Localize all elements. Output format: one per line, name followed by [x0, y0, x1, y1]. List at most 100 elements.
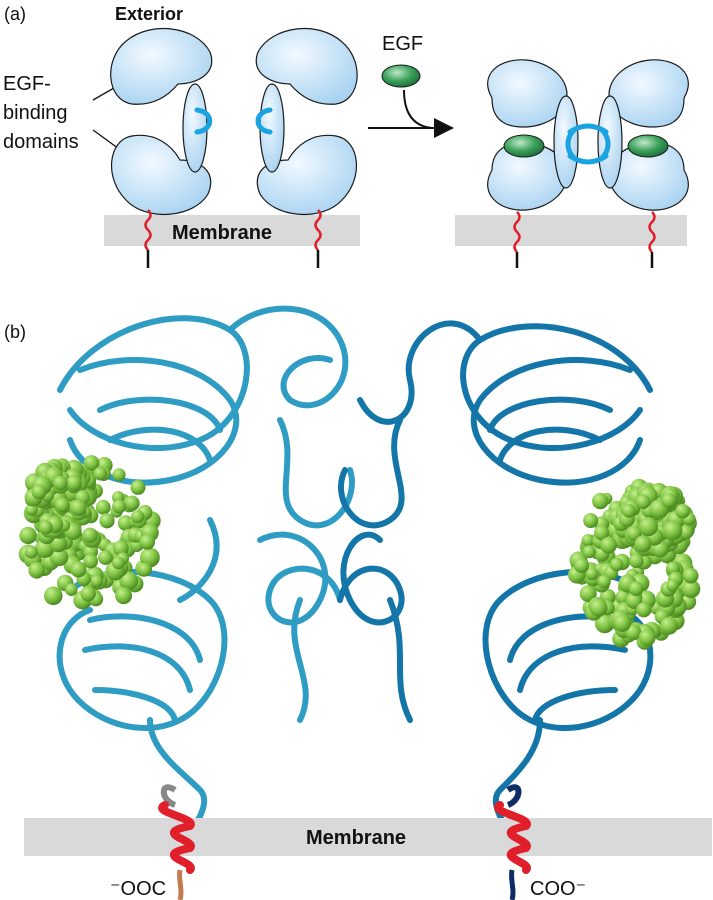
ligand-atom	[66, 475, 82, 491]
ligand-atom	[140, 547, 160, 568]
ligand-curve	[403, 89, 433, 129]
lower-lobe	[111, 134, 212, 216]
ligand-atom	[137, 562, 152, 577]
ligand-atom	[661, 493, 677, 508]
ligand-atom	[93, 466, 107, 481]
ligand-atom	[53, 475, 68, 491]
panel-b: (b)	[4, 305, 712, 900]
ligand-atom	[28, 562, 45, 579]
dimer-tm-squiggle-left	[513, 211, 521, 253]
ribbon-structure-left	[56, 305, 355, 833]
egf-label: EGF	[382, 33, 423, 55]
panel-a: (a) Exterior EGF- binding domains Membra…	[3, 4, 689, 268]
ligand-atom	[675, 503, 690, 519]
ligand-atom	[660, 616, 678, 635]
ligand-atom	[139, 534, 155, 550]
ligand-atom	[70, 561, 87, 578]
ligand-atom	[54, 497, 70, 513]
ligand-atom	[119, 571, 139, 591]
ligand-atom	[65, 583, 78, 596]
ligand-atom	[610, 557, 624, 572]
ligand-atom	[585, 567, 599, 581]
dimer-tm-squiggle-right	[648, 211, 656, 253]
ligand-atom	[112, 540, 129, 557]
ligand-atom	[613, 614, 632, 632]
lower-lobe	[256, 134, 357, 216]
ligand-atom	[629, 553, 644, 569]
dimer-right-upper-lobe	[608, 59, 689, 128]
membrane-bar-b	[24, 818, 712, 856]
ligand-atom	[99, 513, 115, 529]
ligand-atom	[115, 587, 133, 605]
egf-ligand-icon	[381, 64, 421, 88]
ligand-atom	[25, 545, 38, 559]
ligand-atom	[31, 484, 47, 500]
ligand-atom	[625, 624, 642, 641]
membrane-label-a: Membrane	[172, 222, 272, 244]
ligand-atom	[579, 585, 597, 603]
tm-helix-left	[158, 784, 195, 900]
ligand-atom	[574, 558, 590, 574]
terminus-left-label: ⁻OOC	[110, 878, 166, 900]
ligand-atom	[83, 455, 100, 471]
tm-helix-right	[493, 784, 531, 900]
ribbon-structure-right	[337, 320, 654, 833]
ligand-atom	[95, 499, 111, 515]
ligand-atom	[681, 579, 701, 599]
ligand-atom	[130, 479, 146, 495]
ligand-atom	[635, 494, 651, 510]
receptor-dimer	[487, 59, 689, 268]
dimer-left-upper-lobe	[487, 59, 568, 128]
ligand-atom	[662, 520, 683, 541]
tm-squiggle	[314, 209, 322, 251]
ligand-atom	[82, 527, 98, 544]
ligand-atom	[38, 520, 53, 535]
upper-lobe	[110, 28, 213, 105]
dimerization-arm	[194, 107, 213, 135]
ligand-atom	[636, 602, 652, 618]
ligand-atom	[83, 553, 98, 569]
exterior-label: Exterior	[115, 4, 183, 24]
ligand-atom	[98, 550, 113, 565]
egf-ligand-right	[568, 478, 701, 650]
ligand-atom	[634, 535, 652, 553]
ligand-atom	[597, 574, 611, 589]
domain-label-line-2: binding	[3, 102, 68, 124]
ligand-atom	[628, 581, 644, 596]
ligand-atom	[25, 503, 38, 516]
ligand-atom	[594, 525, 610, 541]
egf-ligand-left	[18, 455, 161, 610]
ligand-atom	[592, 492, 609, 510]
terminus-right-label: COO⁻	[530, 878, 586, 900]
membrane-bar-a-right	[455, 215, 687, 246]
ligand-atom	[600, 536, 617, 554]
ligand-atom	[70, 499, 87, 516]
ligand-atom	[124, 495, 140, 511]
ligand-atom	[44, 586, 63, 606]
panel-b-label: (b)	[4, 322, 26, 342]
ligand-atom	[678, 525, 694, 540]
ligand-atom	[80, 586, 96, 602]
ligand-atom	[638, 629, 656, 647]
domain-label-line-1: EGF-	[3, 73, 51, 95]
ligand-atom	[111, 556, 125, 570]
tm-squiggle	[144, 209, 152, 251]
ligand-atom	[581, 534, 595, 547]
ligand-atom	[638, 517, 658, 537]
domain-label-line-3: domains	[3, 131, 79, 153]
ligand-atom	[666, 579, 679, 592]
panel-a-label: (a)	[4, 4, 26, 24]
ligand-atom	[682, 567, 699, 584]
receptor-monomer-right	[255, 28, 358, 268]
ligand-atom	[112, 499, 127, 514]
ligand-atom	[90, 575, 103, 588]
membrane-label-b: Membrane	[306, 827, 406, 849]
ligand-atom	[621, 504, 636, 518]
bound-egf-right-icon	[627, 134, 669, 158]
ligand-atom	[112, 468, 126, 482]
upper-lobe	[255, 28, 358, 105]
ligand-atom	[582, 545, 596, 559]
bound-egf-left-icon	[503, 134, 545, 158]
ligand-atom	[49, 547, 69, 567]
